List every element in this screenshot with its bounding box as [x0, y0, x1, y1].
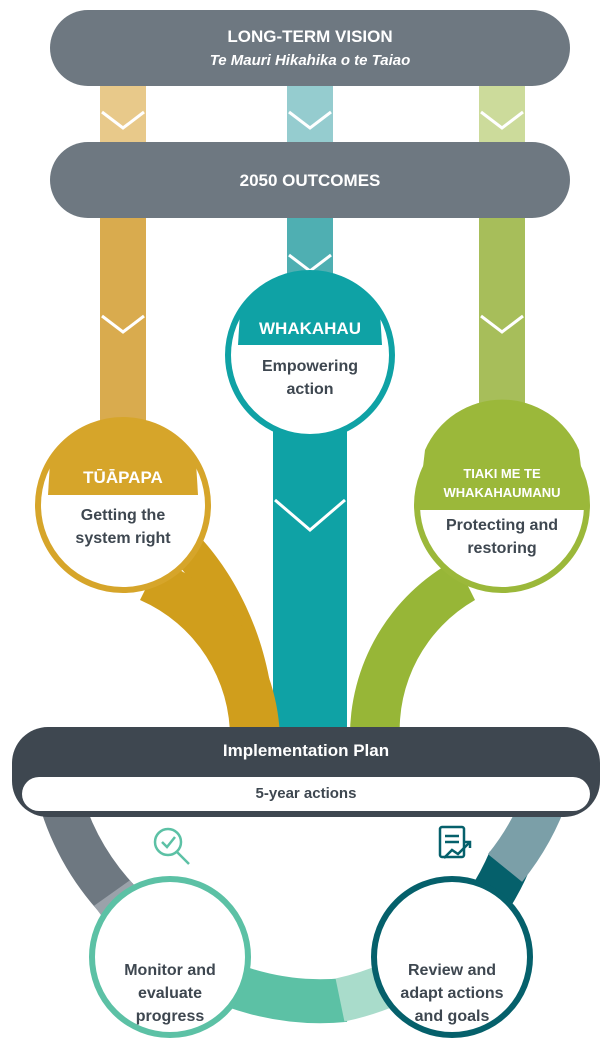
tiaki-circle [414, 399, 590, 593]
implementation-pill [12, 727, 600, 817]
review-circle [371, 825, 533, 1038]
tiaki-english-line1: Protecting and [445, 517, 558, 534]
document-chart-icon [438, 825, 472, 859]
pillar-columns [100, 80, 525, 740]
vision-title: LONG-TERM VISION [227, 27, 393, 46]
vision-pill-shape [50, 10, 570, 86]
green-chevron-1 [480, 110, 524, 130]
whakahau-english-line1: Empowering [261, 358, 358, 375]
chevrons [101, 110, 524, 532]
gold-curve-band [140, 560, 280, 740]
tuapapa-english-line1: Getting the [80, 507, 166, 524]
whakahau-heading: WHAKAHAU [259, 319, 361, 338]
tiaki-english-line2: restoring [467, 540, 537, 557]
monitor-circle [89, 827, 251, 1038]
teal-chevron-3 [274, 498, 346, 532]
tiaki-heading-line1: TIAKI ME TE [463, 466, 541, 481]
outcomes-pill [50, 142, 570, 218]
green-curve-band [349, 560, 475, 740]
monitor-circle-bg [89, 876, 251, 1038]
review-line1: Review and [407, 962, 497, 979]
monitor-line1: Monitor and [124, 962, 216, 979]
tuapapa-english-line2: system right [75, 530, 171, 547]
review-line2: adapt actions [400, 985, 504, 1002]
vision-subtitle: Te Mauri Hikahika o te Taiao [209, 52, 411, 69]
outcomes-title: 2050 OUTCOMES [239, 171, 381, 190]
tuapapa-heading: TŪĀPAPA [83, 468, 163, 487]
outcomes-pill-shape [50, 142, 570, 218]
magnifier-check-icon [153, 827, 190, 865]
gold-chevron-1 [101, 110, 145, 130]
tuapapa-header-band [48, 419, 198, 495]
whakahau-header-band [238, 270, 382, 345]
vision-pill [50, 10, 570, 86]
tiaki-heading-line2: WHAKAHAUMANU [443, 485, 561, 500]
implementation-subband [22, 777, 590, 811]
review-line3: and goals [414, 1008, 490, 1025]
green-chevron-2 [480, 314, 524, 334]
tiaki-header-band [418, 399, 586, 510]
teal-chevron-1 [288, 110, 332, 130]
monitor-line2: evaluate [137, 985, 203, 1002]
implementation-subtitle: 5-year actions [255, 785, 357, 802]
whakahau-circle [225, 270, 395, 440]
tuapapa-circle [35, 417, 211, 593]
gold-chevron-2 [101, 314, 145, 334]
review-circle-bg [371, 876, 533, 1038]
implementation-title: Implementation Plan [222, 741, 390, 760]
teal-column [273, 400, 347, 740]
whakahau-english-line2: action [286, 381, 334, 398]
monitor-line3: progress [135, 1008, 205, 1025]
